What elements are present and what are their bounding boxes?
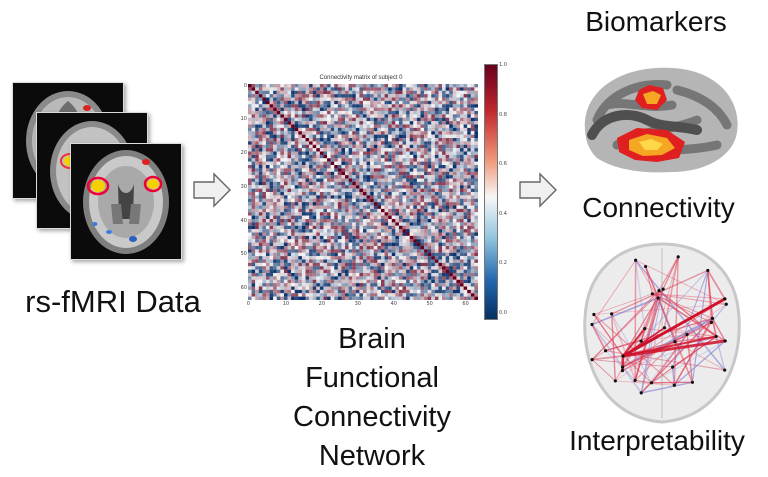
colorbar-tick-label: 0.6 — [499, 161, 507, 168]
tick-label: 40 — [240, 217, 247, 224]
network-label-line4: Network — [318, 440, 426, 472]
network-label-line1: Brain — [338, 323, 406, 355]
network-label-line2: Functional — [305, 362, 439, 394]
connectivity-label: Connectivity — [582, 192, 735, 223]
tick-label: 30 — [240, 183, 247, 190]
matrix-y-ticks: 0 10 20 30 40 50 60 — [236, 82, 248, 300]
tick-label: 60 — [462, 301, 469, 307]
tick-label: 30 — [354, 301, 361, 307]
fmri-slice-front — [70, 143, 182, 260]
colorbar-tick-label: 0.8 — [499, 111, 507, 118]
glass-brain-network — [577, 238, 747, 428]
network-label-line3: Connectivity — [293, 401, 451, 433]
matrix-colorbar — [484, 64, 498, 320]
network-label: Brain Functional Connectivity Network — [262, 320, 482, 476]
matrix-title: Connectivity matrix of subject 0 — [319, 75, 403, 81]
tick-label: 0 — [246, 301, 250, 307]
colorbar-tick-label: 0.0 — [499, 310, 507, 316]
fmri-scan-stack — [10, 80, 190, 275]
tick-label: 50 — [426, 301, 433, 307]
brain-surface-image — [577, 60, 747, 185]
colorbar-tick-label: 0.4 — [499, 210, 507, 217]
colorbar-ticks: 1.0 0.8 0.6 0.4 0.2 0.0 — [498, 62, 512, 318]
tick-label: 10 — [240, 116, 247, 123]
rs-fmri-label: rs-fMRI Data — [25, 284, 201, 319]
biomarkers-label: Biomarkers — [585, 6, 727, 37]
tick-label: 20 — [318, 301, 326, 307]
right-arrow-icon — [518, 170, 558, 210]
right-arrow-icon — [192, 170, 232, 210]
connectivity-matrix-figure: Connectivity matrix of subject 0 0 10 20 30… — [236, 58, 507, 328]
tick-label: 20 — [240, 150, 247, 157]
matrix-x-ticks: 0 10 20 30 40 50 60 — [246, 300, 478, 310]
tick-label: 0 — [243, 82, 247, 89]
colorbar-tick-label: 0.2 — [499, 260, 507, 267]
tick-label: 60 — [240, 285, 247, 292]
tick-label: 50 — [240, 251, 247, 258]
interpretability-label: Interpretability — [569, 425, 745, 456]
tick-label: 40 — [390, 301, 397, 307]
colorbar-tick-label: 1.0 — [499, 62, 507, 68]
connectivity-heatmap — [248, 84, 478, 300]
tick-label: 10 — [282, 301, 290, 307]
